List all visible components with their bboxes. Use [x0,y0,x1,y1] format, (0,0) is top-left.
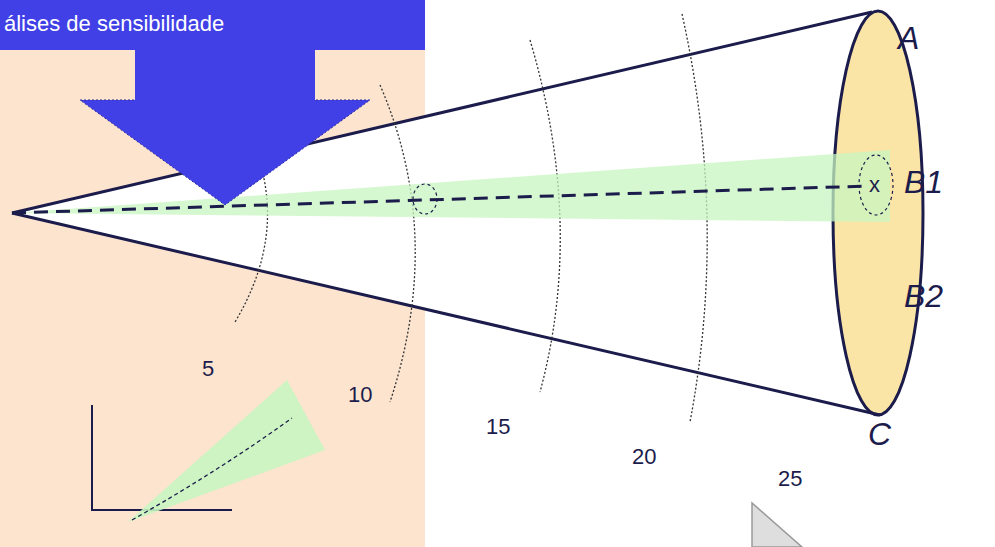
distance-number: 20 [632,446,656,468]
banner-title: álises de sensibilidade [4,11,417,37]
band-section [413,184,437,214]
band-section [859,155,893,215]
point-label: A [898,22,919,54]
distance-number: 25 [778,468,802,490]
sensitivity-band [12,150,890,222]
arrow-head [80,100,370,205]
point-label: B1 [904,166,943,198]
small-chart [92,380,325,522]
distance-number: 10 [348,384,372,406]
point-label: C [868,418,891,450]
banner-box: álises de sensibilidade [0,0,425,50]
point-label: B2 [904,280,943,312]
arrow-shaft [135,48,315,102]
center-axis [12,186,868,213]
marker-cross: x [869,174,880,196]
distance-number: 5 [202,358,214,380]
cone-edge [12,213,880,415]
nav-triangle [752,503,802,547]
distance-number: 15 [486,416,510,438]
